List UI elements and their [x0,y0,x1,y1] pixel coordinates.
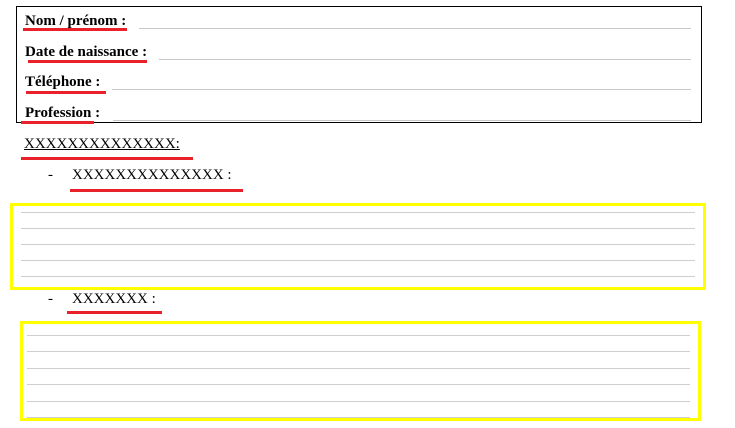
identity-form-box: Nom / prénom : Date de naissance : Télép… [16,6,702,123]
writing-line [27,417,690,418]
writing-line [21,244,695,245]
item-2-label: XXXXXXX : [72,291,156,308]
writing-line [27,368,690,369]
annotation-underline [28,60,147,63]
item-1-colon: : [223,167,232,183]
field-name-line[interactable] [139,28,691,29]
section-heading: XXXXXXXXXXXXXX: [24,136,180,152]
annotation-underline [26,91,106,94]
annotation-underline [21,121,94,124]
writing-line [27,401,690,402]
writing-line [21,212,695,213]
field-phone-label: Téléphone : [25,74,101,90]
annotation-underline [23,28,127,31]
item-2-colon: : [147,291,156,307]
field-name-label: Nom / prénom : [25,13,127,29]
writing-line [21,260,695,261]
writing-line [27,335,690,336]
writing-line [27,351,690,352]
field-phone-line[interactable] [112,89,691,90]
bullet-dash: - [48,167,53,183]
bullet-dash: - [48,291,53,307]
item-1-text: XXXXXXXXXXXXXX [72,167,224,183]
item-2-text: XXXXXXX [72,291,148,307]
annotation-underline [21,157,193,160]
annotation-underline [70,189,243,192]
field-birthdate-line[interactable] [159,59,691,60]
answer-box-1[interactable] [10,203,706,290]
annotation-underline [67,311,162,314]
profession-text: Profession : [25,105,101,121]
writing-line [21,276,695,277]
writing-line [27,384,690,385]
writing-line [21,228,695,229]
answer-box-2[interactable] [20,321,701,421]
field-profession-label: Profession : [25,105,100,122]
field-profession-line[interactable] [113,120,691,121]
field-birthdate-label: Date de naissance : [25,44,148,60]
item-1-label: XXXXXXXXXXXXXX : [72,167,232,184]
